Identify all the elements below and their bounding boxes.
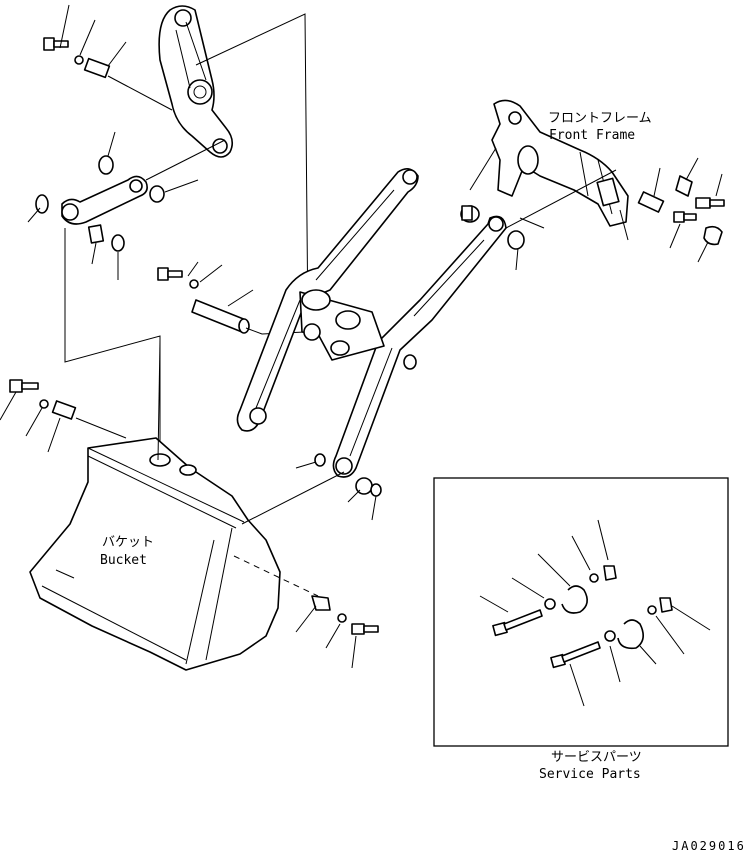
leader-frame	[64, 13, 309, 450]
lift-arm-assembly	[236, 168, 507, 478]
bucket-left-fasteners	[0, 379, 127, 453]
upper-left-fasteners	[43, 4, 173, 111]
bucket	[29, 339, 319, 671]
service-parts-label-en: Service Parts	[539, 767, 641, 782]
bucket-label-en: Bucket	[100, 553, 147, 568]
right-fasteners	[460, 157, 725, 271]
drawing-code: JA029016	[672, 839, 746, 853]
bucket-link	[27, 131, 226, 225]
front-frame-label-jp: フロントフレーム	[548, 111, 652, 126]
bucket-right-fasteners	[295, 595, 379, 669]
lower-bushings	[241, 453, 382, 525]
link-bushings	[87, 224, 125, 280]
service-parts-label-jp: サービスパーツ	[551, 750, 642, 765]
service-parts-frame	[433, 477, 729, 747]
bucket-label-jp: バケット	[102, 535, 154, 550]
service-parts-box	[433, 477, 729, 747]
front-frame	[469, 99, 629, 241]
front-frame-label-en: Front Frame	[549, 128, 635, 143]
bell-crank	[158, 5, 234, 158]
center-pin-set	[157, 261, 306, 335]
